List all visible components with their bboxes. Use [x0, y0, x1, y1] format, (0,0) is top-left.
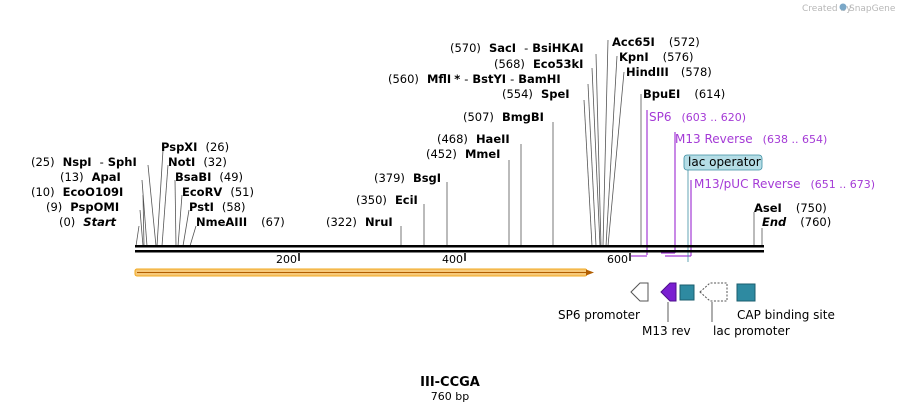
- lac-promoter-arrow-icon[interactable]: [699, 282, 728, 302]
- site-nmeaiii[interactable]: NmeAIII(67): [196, 215, 285, 229]
- site-psti[interactable]: PstI(58): [189, 200, 245, 214]
- site-kpni[interactable]: KpnI(576): [619, 50, 694, 64]
- site-mmei[interactable]: (452)MmeI: [426, 147, 500, 161]
- site-start[interactable]: (0)Start: [59, 215, 117, 229]
- lac-operator-box-icon[interactable]: [679, 284, 695, 301]
- cap-binding-site-label[interactable]: CAP binding site: [737, 308, 835, 322]
- site-spei[interactable]: (554)SpeI: [502, 87, 570, 101]
- site-bmgbi[interactable]: (507)BmgBI: [463, 110, 544, 124]
- ruler-tick-200: 200: [276, 253, 297, 266]
- m13-rev-label[interactable]: M13 rev: [642, 324, 691, 338]
- sp6-promoter-arrow-icon[interactable]: [630, 282, 649, 302]
- primer-m13-reverse[interactable]: M13 Reverse(638 .. 654): [675, 132, 827, 146]
- ruler: 200 400 600: [276, 253, 631, 266]
- cap-binding-site-box-icon[interactable]: [736, 283, 756, 302]
- dna-backbone: [135, 245, 764, 253]
- site-asei[interactable]: AseI(750): [754, 201, 827, 215]
- ruler-tick-600: 600: [607, 253, 628, 266]
- site-saci-bsihkai[interactable]: (570)SacI-BsiHKAI: [450, 41, 584, 55]
- sp6-promoter-label[interactable]: SP6 promoter: [558, 308, 640, 322]
- primer-bracket-lines: [631, 110, 692, 257]
- site-bsabi[interactable]: BsaBI(49): [175, 170, 243, 184]
- site-end[interactable]: End(760): [762, 215, 831, 229]
- feature-connectors: [667, 302, 713, 322]
- sites-right-group: Acc65I(572) KpnI(576) HindIII(578) BpuEI…: [612, 35, 831, 229]
- site-apai[interactable]: (13)ApaI: [60, 170, 121, 184]
- site-bsgi[interactable]: (379)BsgI: [374, 171, 441, 185]
- ruler-tick-400: 400: [442, 253, 463, 266]
- feature-labels: SP6 promoter M13 rev lac promoter CAP bi…: [558, 308, 835, 338]
- site-nrui[interactable]: (322)NruI: [326, 215, 393, 229]
- site-pspxi[interactable]: PspXI(26): [161, 140, 229, 154]
- site-psppomi[interactable]: (9)PspOMI: [46, 200, 119, 214]
- site-ecoo109i[interactable]: (10)EcoO109I: [31, 185, 123, 199]
- lac-promoter-label[interactable]: lac promoter: [713, 324, 790, 338]
- primer-m13-puc-reverse[interactable]: M13/pUC Reverse(651 .. 673): [694, 177, 875, 191]
- site-hindiii[interactable]: HindIII(578): [626, 65, 712, 79]
- site-acc65i[interactable]: Acc65I(572): [612, 35, 700, 49]
- m13-rev-arrow-icon[interactable]: [660, 282, 677, 302]
- site-eco53ki[interactable]: (568)Eco53kI: [494, 57, 583, 71]
- sequence-title: III-CCGA: [420, 375, 480, 390]
- primer-group: SP6(603 .. 620) M13 Reverse(638 .. 654) …: [631, 110, 875, 257]
- site-noti[interactable]: NotI(32): [168, 155, 227, 169]
- site-mfli-bstyi-bamhi[interactable]: (560)MflI*-BstYI-BamHI: [388, 72, 561, 86]
- site-connector-lines: [135, 39, 763, 247]
- features-track: [630, 282, 756, 302]
- primer-sp6[interactable]: SP6(603 .. 620): [649, 110, 746, 124]
- sites-left-group: PspXI(26) (25)NspI-SphI NotI(32) (13)Apa…: [31, 140, 285, 229]
- lac-operator-label[interactable]: lac operator: [683, 154, 763, 171]
- snapgene-credit: Created by SnapGene: [802, 3, 896, 14]
- site-ecorv[interactable]: EcoRV(51): [182, 185, 254, 199]
- snapgene-logo-icon: [839, 3, 847, 11]
- credit-text: Created by: [802, 4, 852, 14]
- site-haeii[interactable]: (468)HaeII: [437, 132, 510, 146]
- site-ecii[interactable]: (350)EciI: [356, 193, 418, 207]
- lac-operator-text: lac operator: [688, 155, 761, 169]
- sites-mid-group: (379)BsgI (350)EciI (322)NruI (468)HaeII…: [326, 41, 584, 229]
- orf-arrow[interactable]: [134, 268, 594, 277]
- brand-text: SnapGene: [849, 4, 896, 14]
- site-bpuei[interactable]: BpuEI(614): [643, 87, 725, 101]
- sequence-length: 760 bp: [431, 390, 469, 403]
- site-nspi-sphi[interactable]: (25)NspI-SphI: [31, 155, 137, 169]
